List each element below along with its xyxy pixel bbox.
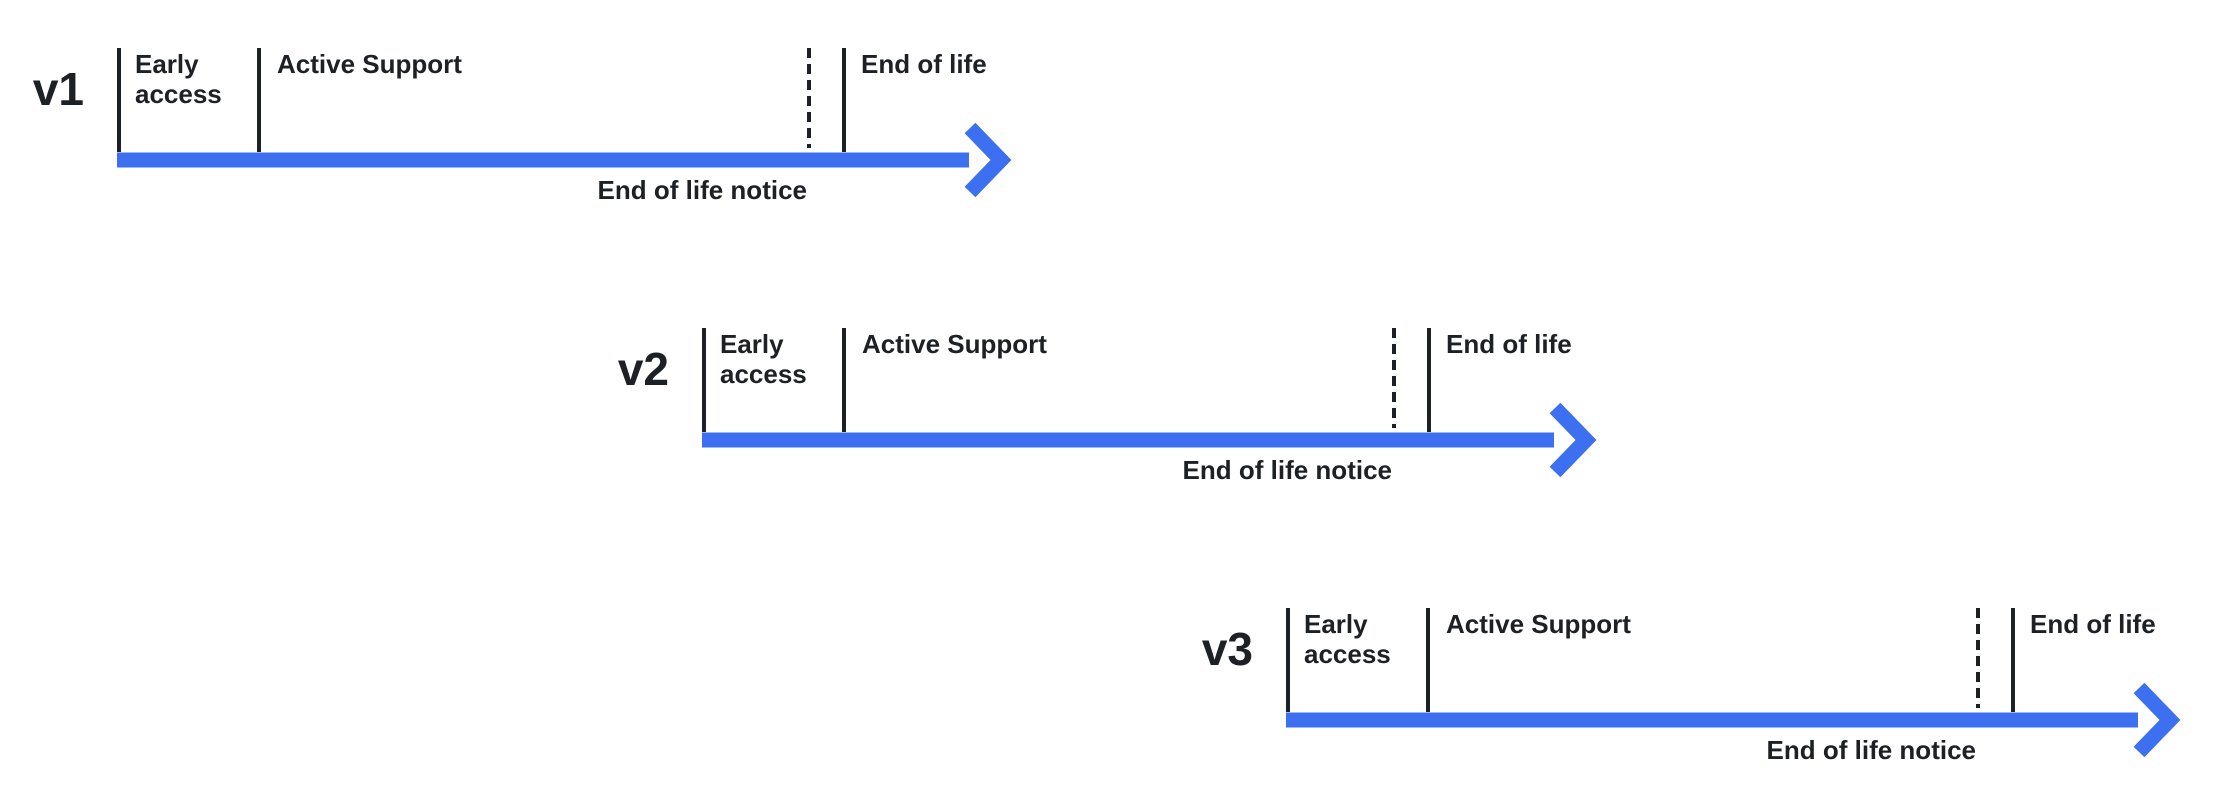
end-of-life-notice-label: End of life notice xyxy=(1766,735,1976,765)
end-of-life-tick xyxy=(1427,328,1431,432)
early-access-label: Early access xyxy=(1304,609,1391,669)
eol-notice-dashed-line xyxy=(807,48,811,148)
timeline-arrow-icon xyxy=(1286,682,2181,758)
version-label: v3 xyxy=(1201,623,1253,675)
eol-notice-dashed-line xyxy=(1392,328,1396,428)
early-access-start-tick xyxy=(117,48,121,152)
timeline-arrow-icon xyxy=(117,122,1012,198)
early-access-label: Early access xyxy=(720,329,807,389)
timeline-arrow-icon xyxy=(702,402,1597,478)
active-support-start-tick xyxy=(842,328,846,432)
end-of-life-label: End of life xyxy=(1446,329,1572,359)
active-support-label: Active Support xyxy=(1446,609,1631,639)
timeline-v1: v1 Early access Active Support End of li… xyxy=(33,48,1027,218)
active-support-start-tick xyxy=(257,48,261,152)
timeline-v3: v3 Early access Active Support End of li… xyxy=(1202,608,2196,778)
eol-notice-dashed-line xyxy=(1976,608,1980,708)
end-of-life-label: End of life xyxy=(2030,609,2156,639)
end-of-life-notice-label: End of life notice xyxy=(1182,455,1392,485)
end-of-life-tick xyxy=(2011,608,2015,712)
timeline-v2: v2 Early access Active Support End of li… xyxy=(618,328,1612,498)
active-support-label: Active Support xyxy=(862,329,1047,359)
early-access-label: Early access xyxy=(135,49,222,109)
active-support-label: Active Support xyxy=(277,49,462,79)
early-access-start-tick xyxy=(702,328,706,432)
end-of-life-notice-label: End of life notice xyxy=(597,175,807,205)
version-label: v2 xyxy=(617,343,669,395)
version-label: v1 xyxy=(32,63,84,115)
early-access-start-tick xyxy=(1286,608,1290,712)
active-support-start-tick xyxy=(1426,608,1430,712)
end-of-life-label: End of life xyxy=(861,49,987,79)
end-of-life-tick xyxy=(842,48,846,152)
